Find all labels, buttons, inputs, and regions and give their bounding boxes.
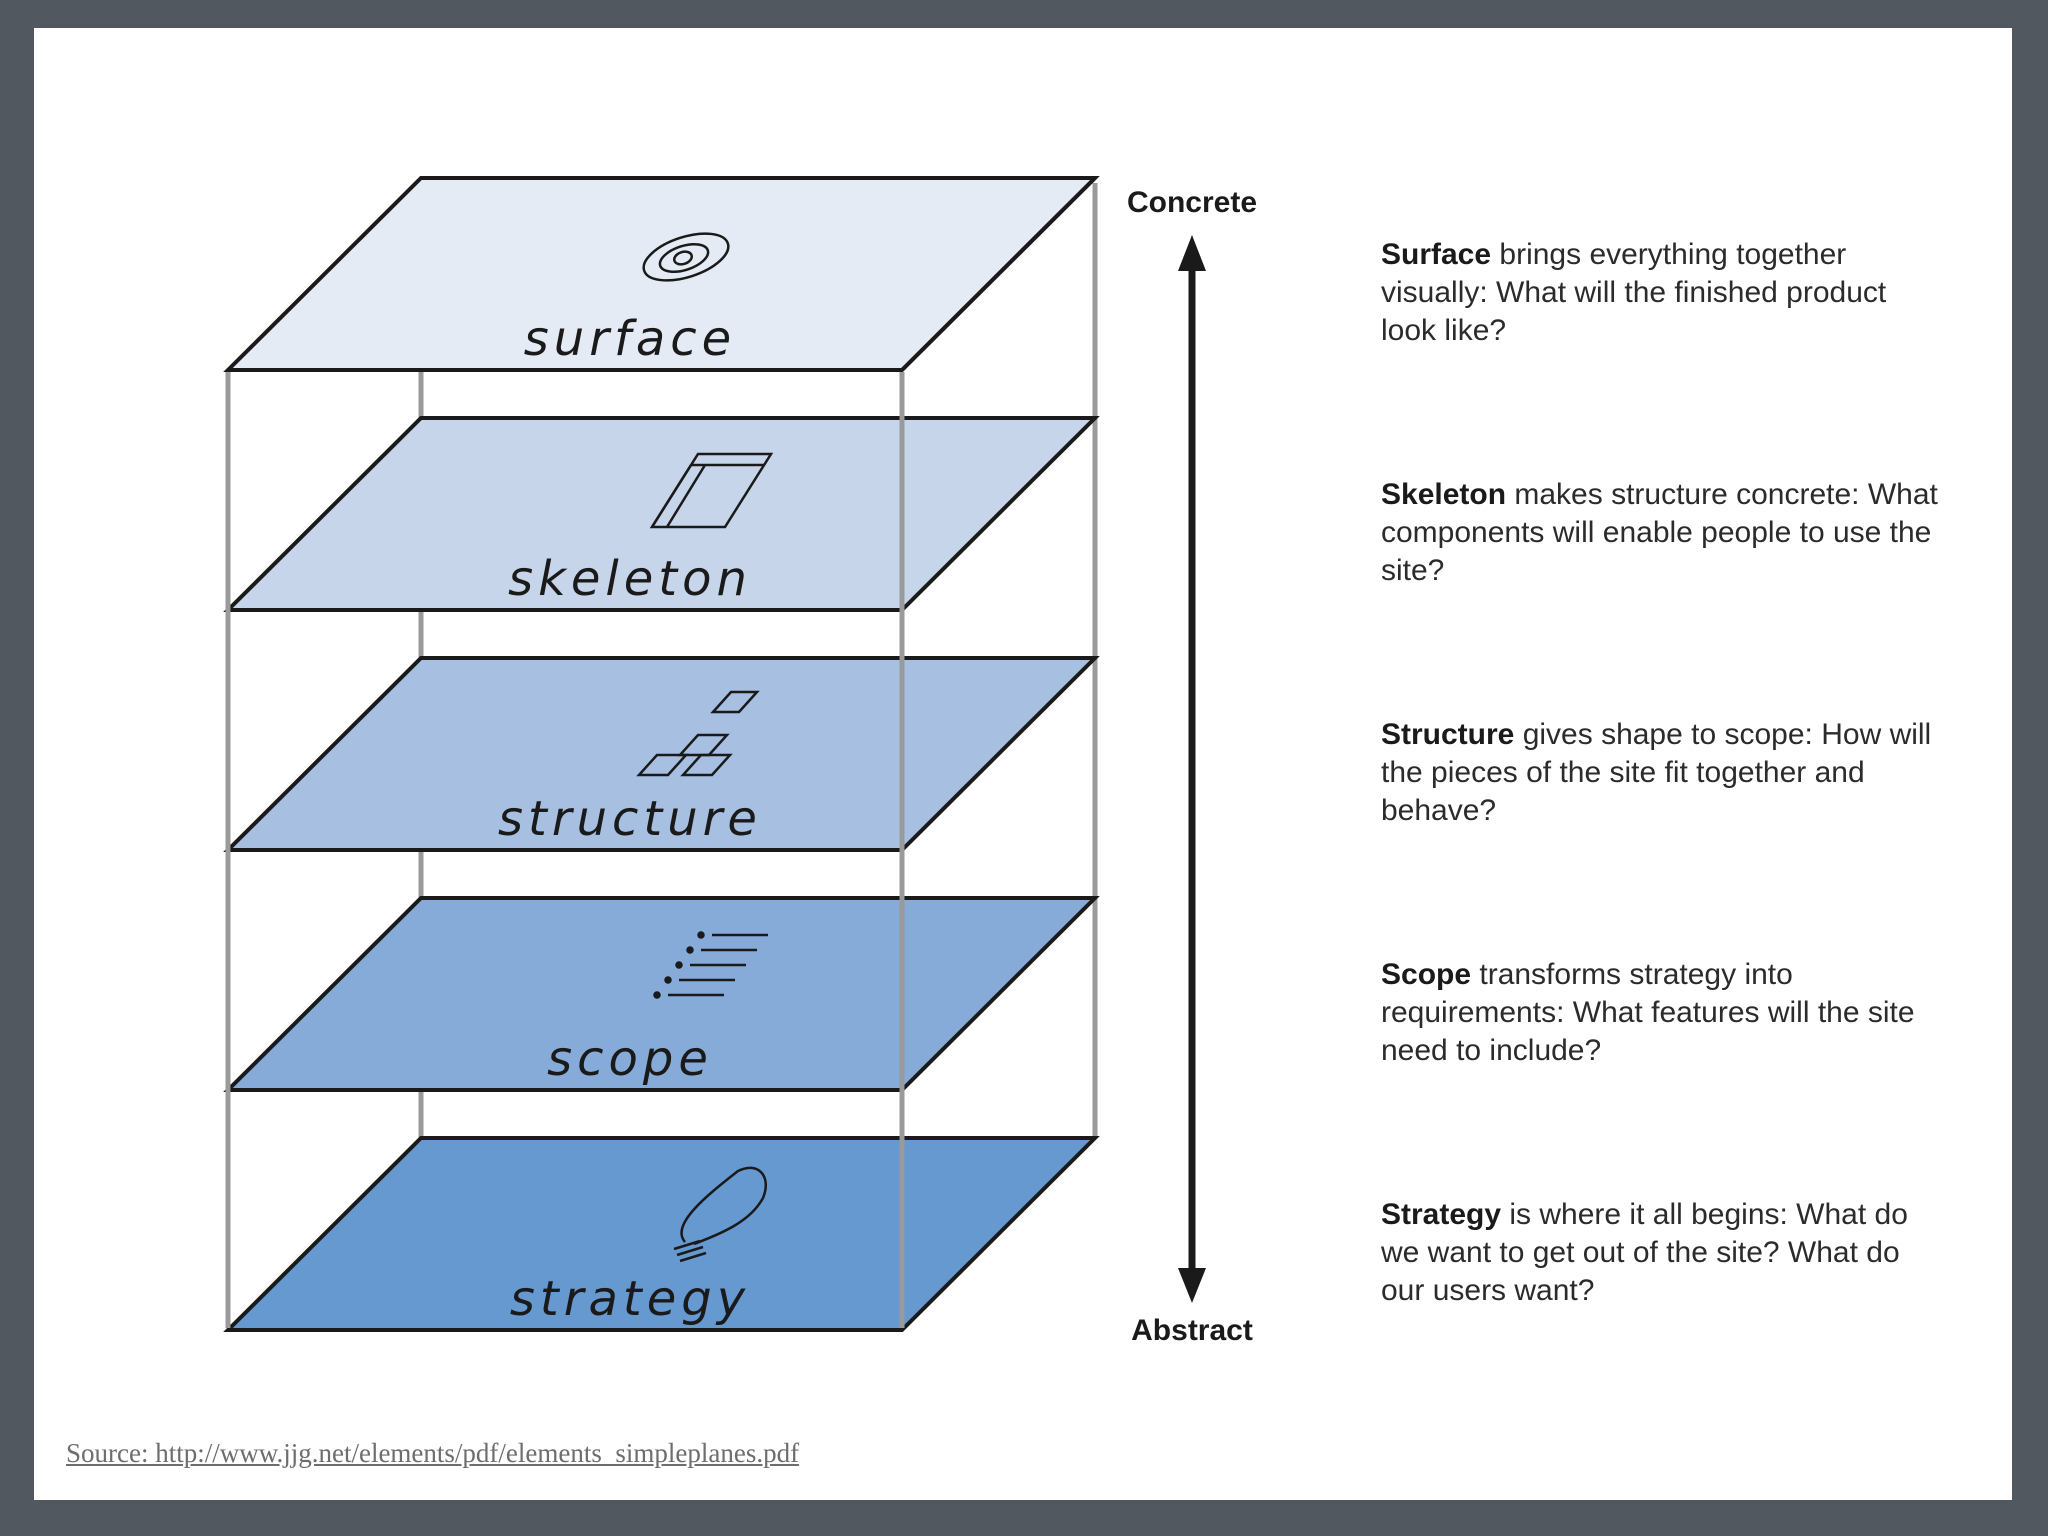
plane-surface-label: surface xyxy=(524,311,736,367)
wireframe-icon xyxy=(649,452,774,529)
description-scope-text: transforms strategy into requirements: W… xyxy=(1381,958,1915,1067)
plane-surface: surface xyxy=(223,176,1100,372)
list-icon xyxy=(653,931,768,999)
source-link[interactable]: Source: http://www.jjg.net/elements/pdf/… xyxy=(66,1438,800,1468)
plane-skeleton: skeleton xyxy=(223,416,1100,612)
axis-label-concrete: Concrete xyxy=(1127,186,1257,219)
description-scope: Scope transforms strategy into requireme… xyxy=(1381,956,1941,1070)
description-strategy-text: is where it all begins: What do we want … xyxy=(1381,1198,1908,1307)
front-posts xyxy=(225,372,905,1328)
description-structure-text: gives shape to scope: How will the piece… xyxy=(1381,718,1932,827)
plane-strategy-label: strategy xyxy=(510,1271,750,1327)
plane-scope-label: scope xyxy=(547,1031,713,1087)
arrow-down-icon xyxy=(1178,1268,1206,1303)
lightbulb-icon xyxy=(673,1166,768,1263)
arrow-up-icon xyxy=(1178,235,1206,271)
front-post-tops xyxy=(900,176,1097,372)
plane-structure: structure xyxy=(223,656,1100,852)
plane-skeleton-label: skeleton xyxy=(508,551,752,607)
eye-icon xyxy=(642,232,730,282)
description-structure: Structure gives shape to scope: How will… xyxy=(1381,716,1941,830)
plane-scope: scope xyxy=(223,896,1100,1092)
plane-strategy: strategy xyxy=(223,1136,1100,1332)
description-structure-title: Structure xyxy=(1381,718,1515,751)
description-strategy-title: Strategy xyxy=(1381,1198,1502,1231)
plane-strategy-shape xyxy=(223,1136,1100,1332)
plane-structure-label: structure xyxy=(498,791,762,847)
description-surface-title: Surface xyxy=(1381,238,1492,271)
planes-diagram: strategy scope xyxy=(223,176,1257,1347)
hierarchy-icon xyxy=(636,690,760,777)
description-surface: Surface brings everything together visua… xyxy=(1381,236,1941,350)
slide: strategy scope xyxy=(34,28,2012,1500)
description-skeleton: Skeleton makes structure concrete: What … xyxy=(1381,476,1941,590)
description-surface-text: brings everything together visually: Wha… xyxy=(1381,238,1887,347)
description-skeleton-title: Skeleton xyxy=(1381,478,1507,511)
concrete-abstract-arrow xyxy=(1178,235,1206,1303)
description-skeleton-text: makes structure concrete: What component… xyxy=(1381,478,1938,587)
axis-label-abstract: Abstract xyxy=(1131,1314,1253,1347)
description-scope-title: Scope xyxy=(1381,958,1472,991)
description-strategy: Strategy is where it all begins: What do… xyxy=(1381,1196,1941,1310)
